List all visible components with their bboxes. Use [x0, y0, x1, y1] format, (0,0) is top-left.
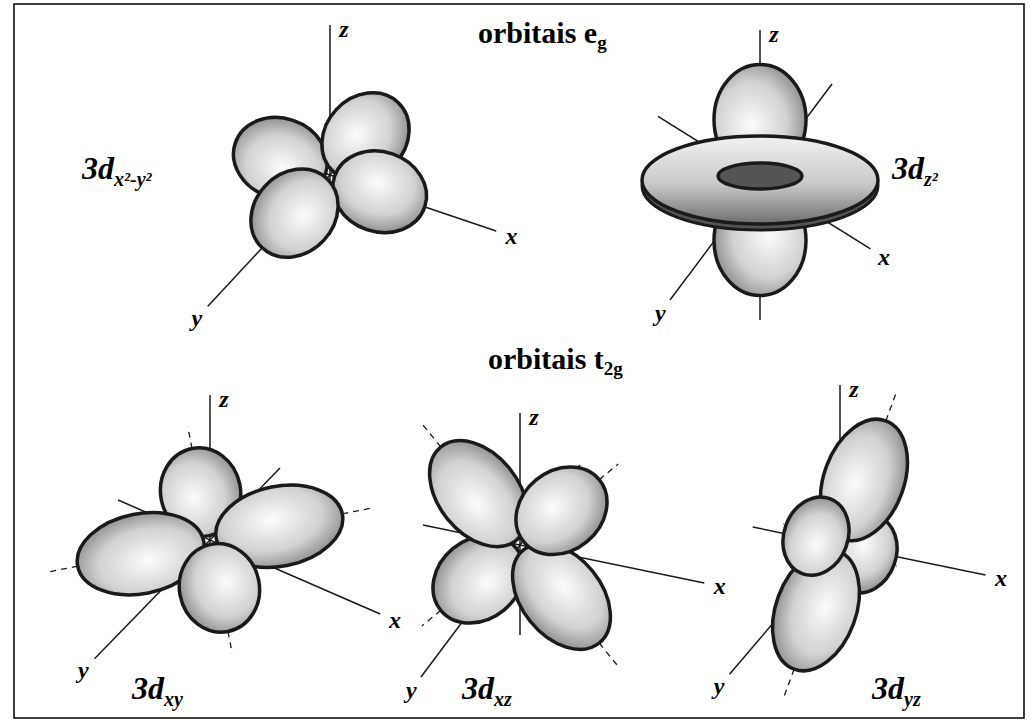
orbital-yz	[730, 385, 986, 699]
direction-guides	[46, 427, 374, 654]
guide-dash	[342, 508, 374, 514]
axis-label: z	[769, 22, 778, 46]
subscript: 2g	[604, 358, 623, 379]
axis-label: z	[849, 376, 858, 402]
subscript: z²	[924, 168, 938, 190]
orbital-label: 3dxz	[462, 672, 512, 709]
lobes	[70, 441, 350, 639]
axis-label: y	[191, 306, 202, 330]
axis-label: y	[655, 301, 666, 325]
guide-dash	[228, 631, 232, 653]
axis-label: y	[191, 305, 202, 331]
orbital-label: 3d	[872, 670, 904, 706]
orbital-xy	[46, 395, 380, 659]
axis-label: x	[389, 607, 401, 633]
axis-label: y	[714, 674, 725, 698]
axis-label: x	[995, 565, 1007, 591]
subscript: xz	[494, 688, 512, 710]
orbital-lobe	[172, 537, 268, 640]
orbital-label: 3d	[82, 150, 114, 186]
axes	[730, 385, 986, 674]
guide-dash	[886, 391, 897, 421]
axis-label: y	[406, 677, 417, 703]
orbital-label: 3dxy	[132, 672, 183, 709]
guide-dash	[783, 669, 794, 699]
guide-dash	[422, 424, 441, 447]
section-heading: orbitais e	[478, 16, 597, 49]
orbital-x2y2	[208, 25, 497, 306]
section-heading: orbitais t	[488, 342, 604, 375]
figure-border	[14, 4, 1024, 718]
axis-label: z	[769, 21, 778, 47]
axis-label: x	[505, 224, 517, 248]
orbital-lobe	[772, 488, 860, 585]
orbital-label: 3dx²-y²	[82, 152, 152, 189]
lobes	[410, 422, 631, 668]
axis-label: y	[78, 657, 89, 683]
axis-label: z	[339, 17, 348, 41]
axis-label: z	[849, 377, 858, 401]
axis-label: y	[406, 678, 417, 702]
guide-dash	[599, 643, 618, 666]
guide-dash	[188, 427, 192, 449]
axis-label: y	[714, 673, 725, 699]
axis-label: x	[878, 245, 890, 269]
axis-label: y	[78, 658, 89, 682]
section-heading: orbitais eg	[478, 18, 607, 52]
axis-label: z	[339, 16, 348, 42]
axis-label: z	[219, 386, 228, 412]
axis-label: x	[995, 566, 1007, 590]
orbital-label: 3dz²	[892, 152, 938, 189]
axis-label: x	[389, 608, 401, 632]
axes	[208, 25, 497, 306]
orbital-z2	[642, 30, 878, 320]
section-heading: orbitais t2g	[488, 344, 623, 378]
orbital-label: 3d	[892, 150, 924, 186]
axis-label: x	[714, 574, 726, 598]
orbital-label: 3dyz	[872, 672, 921, 709]
subscript: xy	[164, 688, 183, 710]
axis-label: x	[505, 223, 517, 249]
axis-label: z	[529, 404, 538, 430]
guide-dash	[422, 610, 441, 626]
guide-dash	[599, 464, 618, 480]
axis-label: z	[529, 405, 538, 429]
subscript: g	[597, 32, 607, 53]
orbital-xz	[410, 413, 705, 677]
axis-label: y	[655, 300, 666, 326]
lobes	[222, 75, 437, 275]
axis-label: z	[219, 387, 228, 411]
orbital-lobe	[498, 449, 624, 573]
axis-label: x	[878, 244, 890, 270]
lobes	[757, 407, 924, 683]
orbital-label: 3d	[462, 670, 494, 706]
orbital-label: 3d	[132, 670, 164, 706]
orbital-lobe	[322, 139, 438, 245]
guide-dash	[46, 566, 78, 572]
torus	[642, 136, 878, 224]
orbital-lobe	[233, 151, 356, 275]
subscript: x²-y²	[114, 168, 152, 190]
subscript: yz	[904, 688, 921, 710]
axis-label: x	[714, 573, 726, 599]
